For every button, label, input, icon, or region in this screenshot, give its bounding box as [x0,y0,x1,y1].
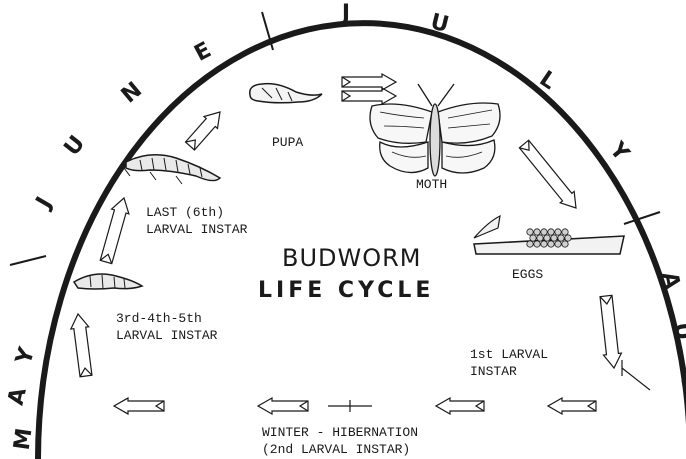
eggs-illustration [474,216,624,254]
egg [541,241,547,247]
egg [534,229,540,235]
month-letter-june: E [190,38,215,67]
egg [548,229,554,235]
cycle-arrow [258,398,308,414]
stage-label-moth: MOTH [416,176,447,193]
egg [562,241,568,247]
month-letter-june: N [117,78,147,109]
pupa-illustration [250,84,322,103]
instar-marker [622,360,650,390]
egg [565,235,571,241]
stage-label-first-instar: 1st LARVAL INSTAR [470,346,548,380]
egg [555,229,561,235]
egg [551,235,557,241]
cycle-arrow [71,314,92,377]
egg [530,235,536,241]
month-letter-july: J [340,1,350,26]
egg [537,235,543,241]
egg [544,235,550,241]
egg [562,229,568,235]
egg [534,241,540,247]
cycle-arrow [186,112,220,150]
egg [541,229,547,235]
month-letter-aug: U [669,321,686,341]
month-letter-june: J [30,193,57,214]
month-letter-aug: G [676,370,686,389]
cycle-arrow [114,398,164,414]
cycle-arrow [436,398,484,414]
month-divider [624,212,660,224]
month-letter-may: A [4,385,32,407]
cycle-arrow [342,74,396,90]
month-letter-july: Y [604,137,635,167]
moth-illustration [370,84,500,176]
egg [527,229,533,235]
month-letter-may: M [10,427,38,452]
stage-label-last-instar: LAST (6th) LARVAL INSTAR [146,204,247,238]
cycle-arrow [342,88,396,104]
cycle-arrow [100,198,129,264]
stage-label-eggs: EGGS [512,266,543,283]
cycle-arrow [548,398,596,414]
egg [527,241,533,247]
month-letter-july: U [428,9,451,38]
stage-label-pupa: PUPA [272,134,303,151]
stage-label-winter: WINTER - HIBERNATION (2nd LARVAL INSTAR) [262,424,418,458]
month-letter-may: Y [11,344,40,369]
egg [555,241,561,247]
diagram-subtitle: LIFE CYCLE [258,278,434,303]
last-instar-larva-illustration [124,155,220,184]
mid-instar-larva-illustration [74,274,142,289]
cycle-arrow [600,295,621,368]
month-arc [10,12,686,459]
cycle-arrow [519,140,576,208]
diagram-title: BUDWORM [282,244,422,272]
hibernation-tick [328,400,372,412]
stage-label-mid-instar: 3rd-4th-5th LARVAL INSTAR [116,310,217,344]
egg [558,235,564,241]
month-divider [10,256,46,265]
egg [548,241,554,247]
month-letter-june: U [60,131,91,160]
